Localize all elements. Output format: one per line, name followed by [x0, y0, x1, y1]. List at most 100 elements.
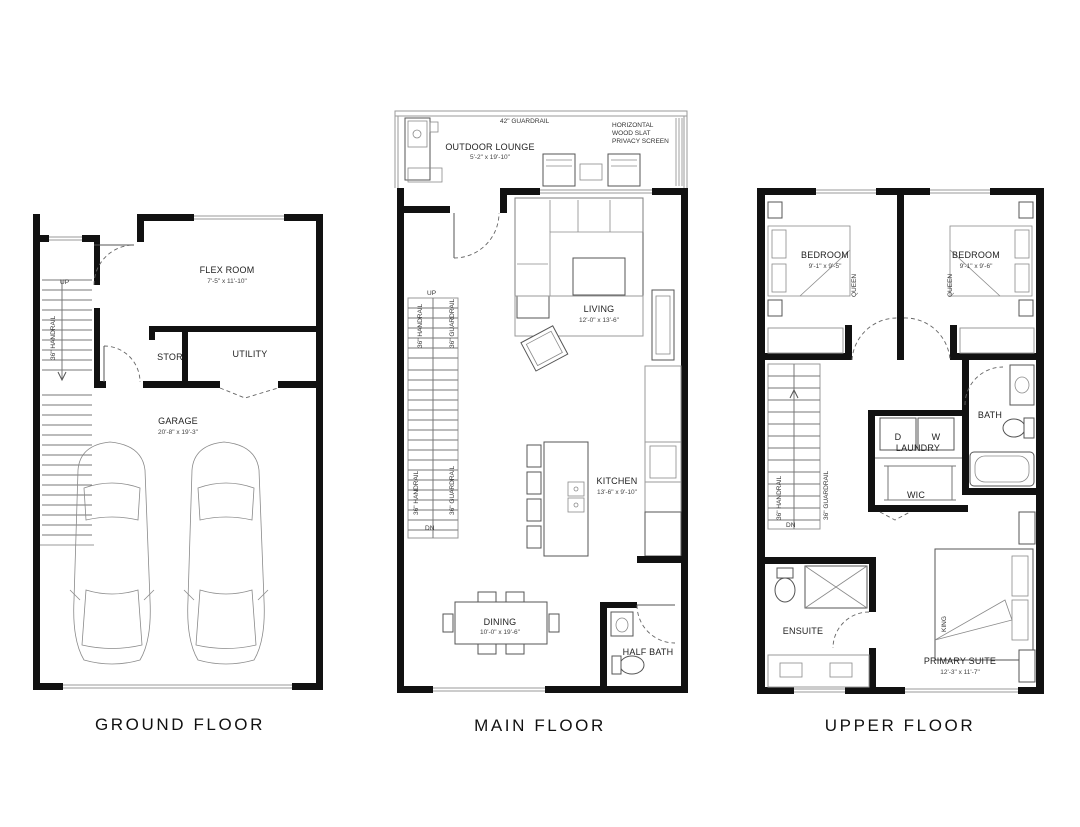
half-bath-label: HALF BATH	[623, 647, 674, 657]
guardrail-label: 36" GUARDRAIL	[449, 465, 456, 515]
stair	[767, 363, 821, 530]
wall	[962, 408, 969, 492]
wall	[869, 557, 876, 612]
wall	[757, 353, 852, 360]
handrail-label: 36" HANDRAIL	[413, 470, 420, 515]
armchair	[520, 325, 569, 372]
living-dims: 12'-0" x 13'-6"	[579, 317, 620, 324]
upper-floor-title: UPPER FLOOR	[825, 716, 975, 735]
guardrail-label: 36" GUARDRAIL	[449, 298, 456, 348]
stair-dn-label: DN	[786, 522, 796, 529]
kitchen-label: KITCHEN	[597, 476, 638, 486]
main-floor-title: MAIN FLOOR	[474, 716, 606, 735]
wall	[149, 326, 323, 332]
wic-label: WIC	[907, 490, 925, 500]
flex-room-label: FLEX ROOM	[200, 265, 255, 275]
privacy-note-line-1: HORIZONTAL	[612, 122, 654, 129]
laundry-label: LAUNDRY	[896, 443, 940, 453]
bedroom-1-dims: 9'-1" x 9'-5"	[809, 263, 842, 270]
wall	[137, 214, 144, 242]
kitchen-dims: 13'-6" x 9'-10"	[597, 489, 638, 496]
wall	[292, 683, 323, 690]
wall	[33, 683, 63, 690]
washer-label: W	[932, 432, 941, 442]
dryer-label: D	[895, 432, 902, 442]
bbq	[404, 117, 431, 181]
king-bed-label: KING	[941, 616, 948, 632]
wall	[1018, 687, 1044, 694]
wall	[950, 353, 1044, 360]
bath-label: BATH	[978, 410, 1002, 420]
wall	[82, 235, 94, 242]
wall	[397, 686, 433, 693]
kitchen-island	[526, 441, 589, 557]
bed-queen	[949, 201, 1034, 317]
car-right	[183, 441, 269, 665]
wall	[284, 214, 323, 221]
stair-up-label: UP	[427, 290, 436, 297]
wall	[845, 325, 852, 360]
handrail-label: 36" HANDRAIL	[417, 303, 424, 348]
wall	[316, 214, 323, 690]
car-left	[69, 441, 155, 665]
utility-label: UTILITY	[233, 349, 268, 359]
wall	[94, 381, 106, 388]
wall	[652, 188, 688, 195]
main-floor-plan: UP DN 36" HANDRAIL 36" GUARDRAIL 36" HAN…	[394, 110, 688, 735]
garage-label: GARAGE	[158, 416, 198, 426]
wall	[94, 308, 100, 388]
wall	[757, 188, 816, 195]
wall	[500, 188, 507, 213]
wall	[600, 602, 637, 608]
wall	[868, 505, 968, 512]
wall	[757, 188, 765, 694]
guardrail-label: 36" GUARDRAIL	[823, 470, 830, 520]
dining-dims: 10'-0" x 19'-6"	[480, 629, 521, 636]
wall	[757, 687, 794, 694]
wall	[397, 206, 450, 213]
handrail-label: 36" HANDRAIL	[50, 315, 57, 360]
wall	[182, 326, 188, 388]
wall	[637, 556, 688, 563]
stair	[40, 279, 94, 546]
wall	[149, 326, 155, 340]
garage-dims: 20'-8" x 19'-3"	[158, 429, 199, 436]
queen-bed-label: QUEEN	[947, 274, 954, 297]
wall	[897, 188, 904, 360]
wall	[757, 557, 876, 564]
wall	[545, 686, 688, 693]
wall	[962, 488, 1044, 495]
bedroom-1-label: BEDROOM	[801, 250, 849, 260]
living-label: LIVING	[584, 304, 615, 314]
wall	[33, 235, 49, 242]
stor-label: STOR	[157, 352, 183, 362]
wall	[868, 410, 875, 510]
stair	[407, 297, 459, 539]
privacy-screen	[675, 118, 683, 186]
bedroom-2-dims: 9'-1" x 9'-6"	[960, 263, 993, 270]
wall	[278, 381, 323, 388]
wall	[600, 602, 607, 693]
washer	[917, 417, 955, 451]
wall	[962, 360, 969, 412]
queen-bed-label: QUEEN	[851, 274, 858, 297]
outdoor-lounge-label: OUTDOOR LOUNGE	[445, 142, 534, 152]
bedroom-2-label: BEDROOM	[952, 250, 1000, 260]
dining-table	[442, 591, 560, 655]
wall	[500, 188, 540, 195]
lounge-chairs	[542, 153, 641, 187]
wall	[681, 188, 688, 693]
wall	[869, 648, 876, 694]
sectional-sofa	[514, 197, 644, 319]
ground-floor-title: GROUND FLOOR	[95, 715, 265, 734]
stair-dn-label: DN	[425, 525, 435, 532]
wall	[143, 381, 220, 388]
outdoor-lounge-dims: 5'-2" x 19'-10"	[470, 154, 511, 161]
wall	[950, 325, 957, 360]
flex-room-dims: 7'-5" x 11'-10"	[207, 278, 247, 285]
privacy-note-line-3: PRIVACY SCREEN	[612, 138, 669, 145]
handrail-label: 36" HANDRAIL	[776, 475, 783, 520]
wall	[397, 188, 404, 693]
dryer	[879, 417, 917, 451]
